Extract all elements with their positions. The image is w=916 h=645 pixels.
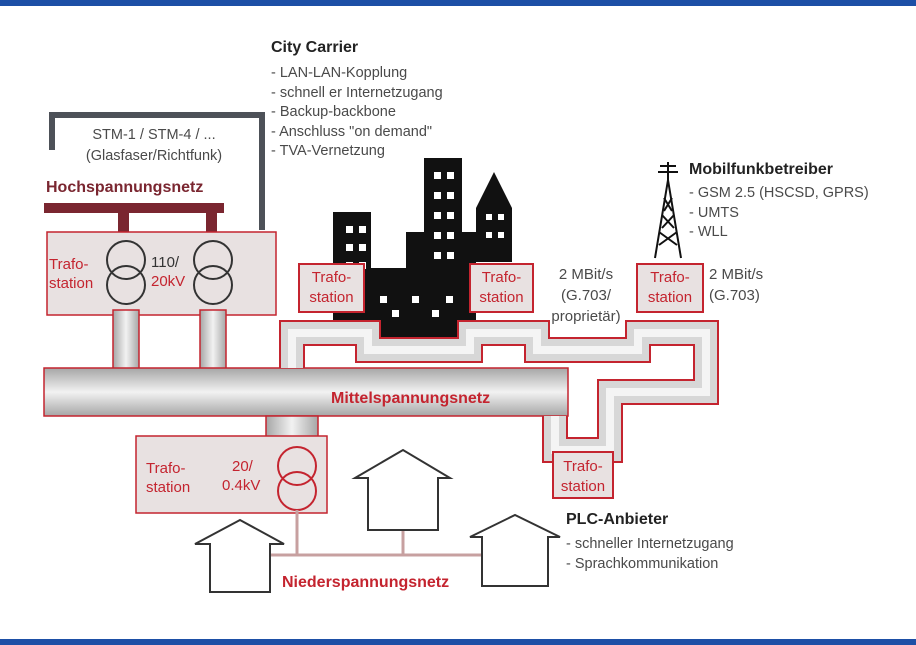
plc-substation-box	[552, 451, 614, 499]
mobile-substation-box	[636, 263, 704, 313]
houses	[194, 448, 561, 593]
city-right-trafo-line1: Trafo-	[481, 269, 522, 286]
city-carrier-item: TVA-Vernetzung	[271, 142, 443, 162]
local-ratio-line2: 0.4kV	[222, 477, 261, 494]
city-left-substation-box	[298, 263, 365, 313]
plc-list: schneller Internetzugang Sprachkommunika…	[566, 535, 734, 574]
plc-trafo-line1: Trafo-	[563, 458, 603, 475]
plc-item: schneller Internetzugang	[566, 535, 734, 555]
radio-mast	[654, 162, 682, 259]
city-carrier-item: LAN-LAN-Kopplung	[271, 64, 443, 84]
plc-title: PLC-Anbieter	[566, 511, 669, 528]
main-trafo-line2: station	[49, 275, 94, 292]
local-trafo-line1: Trafo-	[146, 460, 186, 477]
city-carrier-item: Anschluss "on demand"	[271, 123, 443, 143]
mobile-rate-line1: 2 MBit/s	[709, 266, 764, 283]
plc-item: Sprachkommunikation	[566, 555, 734, 575]
main-ratio-line2: 20kV	[151, 273, 186, 290]
mobilfunk-item: WLL	[689, 223, 869, 243]
local-trafo-line2: station	[146, 479, 191, 496]
city-windows	[346, 172, 504, 317]
mobile-trafo-line1: Trafo-	[650, 269, 690, 286]
city-right-substation-box	[469, 263, 534, 313]
mobile-rate-line2: (G.703)	[709, 287, 760, 304]
mobilfunk-title: Mobilfunkbetreiber	[689, 161, 834, 178]
feeder-right	[199, 309, 227, 371]
local-ratio-line1: 20/	[232, 458, 253, 475]
main-substation-box	[46, 231, 277, 316]
high-voltage-label: Hochspannungsnetz	[46, 179, 204, 196]
bottom-frame-bar	[0, 639, 916, 645]
city-left-trafo-line2: station	[309, 289, 354, 306]
city-right-trafo-line2: station	[479, 289, 524, 306]
mobilfunk-item: UMTS	[689, 204, 869, 224]
city-carrier-title: City Carrier	[271, 39, 359, 56]
mobile-trafo-line2: station	[647, 289, 693, 306]
city-carrier-list: LAN-LAN-Kopplung schnell er Internetzuga…	[271, 64, 443, 162]
city-left-trafo-line1: Trafo-	[311, 269, 352, 286]
transformer-symbol-main	[106, 240, 233, 305]
fiber-link-line	[49, 112, 265, 230]
city-carrier-item: Backup-backbone	[271, 103, 443, 123]
medium-voltage-label: Mittelspannungsnetz	[331, 390, 491, 407]
stm-link-line1: STM-1 / STM-4 / ...	[92, 127, 216, 143]
top-frame-bar	[0, 0, 916, 6]
ring-cable-highlight	[288, 329, 710, 454]
city-rate-line3: proprietär)	[551, 308, 621, 325]
main-ratio-line1: 110/	[151, 254, 180, 271]
city-rate-line2: (G.703/	[560, 287, 612, 304]
local-substation-box	[135, 435, 328, 514]
city-rate-line1: 2 MBit/s	[558, 266, 614, 283]
feeder-left	[112, 309, 140, 371]
plc-trafo-line2: station	[560, 478, 606, 495]
low-voltage-label: Niederspannungsnetz	[282, 574, 450, 591]
main-trafo-line1: Trafo-	[49, 256, 89, 273]
city-carrier-item: schnell er Internetzugang	[271, 84, 443, 104]
high-voltage-line	[44, 203, 224, 235]
stm-link-line2: (Glasfaser/Richtfunk)	[85, 148, 223, 164]
mobilfunk-list: GSM 2.5 (HSCSD, GPRS) UMTS WLL	[689, 184, 869, 243]
mobilfunk-item: GSM 2.5 (HSCSD, GPRS)	[689, 184, 869, 204]
